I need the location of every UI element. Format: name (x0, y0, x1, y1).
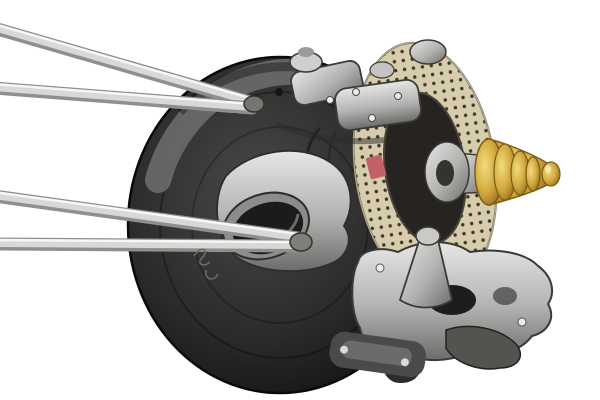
bolt-icon (375, 263, 385, 273)
caliper-bottom (329, 331, 426, 378)
artist-signature (193, 248, 219, 280)
wheel-nut (474, 138, 561, 206)
reservoir-top (298, 47, 314, 57)
upright-recess (493, 287, 517, 305)
upper-ball-joint (243, 95, 265, 113)
upper-wishbone-rear-tube (0, 81, 259, 115)
upper-wishbone-front-tube (0, 22, 257, 109)
bolt-icon (517, 317, 527, 327)
lower-link (445, 325, 521, 370)
nut-tip-highlight (545, 165, 551, 173)
bolt-icon (275, 88, 283, 96)
caliper-top-cluster (274, 39, 447, 207)
caliper-bottom-face (341, 340, 412, 367)
lower-wishbone-front-tube (0, 190, 305, 245)
ball-joints (243, 95, 313, 252)
fitting-boss (409, 39, 447, 65)
nut-rib (525, 156, 541, 192)
lower-wishbone-rear-tube (0, 237, 305, 253)
nut-tip (541, 161, 561, 187)
brake-duct-scoop (215, 149, 352, 273)
bolt-icon (352, 88, 360, 96)
bolt-icon (368, 114, 376, 122)
bolt-icon (394, 92, 402, 100)
pushrod-link (398, 226, 454, 309)
link-arm (398, 237, 454, 309)
bolt-icon (326, 96, 334, 104)
lower-ball-joint (289, 232, 313, 252)
hub-center-bore (436, 160, 454, 186)
bolt-icon (400, 358, 409, 367)
cluster-shadow (274, 121, 385, 145)
bolt-icon (340, 345, 349, 354)
link-pivot (415, 226, 441, 246)
brake-pad-red (366, 154, 386, 180)
cylinder-cap (369, 61, 395, 79)
